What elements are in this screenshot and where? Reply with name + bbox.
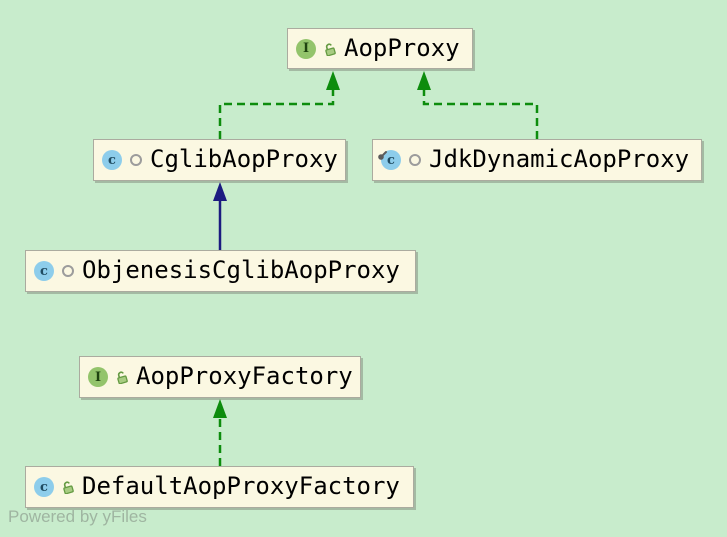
public-lock-icon [114, 370, 130, 384]
package-private-icon [407, 154, 423, 166]
class-icon: c [102, 150, 122, 170]
generalization-arrowhead [213, 182, 227, 201]
node-aopproxyfactory[interactable]: I AopProxyFactory [79, 356, 361, 398]
class-icon-letter: c [34, 261, 54, 281]
class-icon: c [34, 261, 54, 281]
node-label: CglibAopProxy [150, 145, 338, 173]
package-private-icon [60, 265, 76, 277]
interface-icon-letter: I [88, 367, 108, 387]
realization-arrowhead [326, 71, 340, 90]
interface-icon-letter: I [296, 38, 316, 59]
node-label: AopProxy [344, 33, 460, 62]
edge-jdkdynamicaopproxy-implements-aopproxy[interactable] [417, 71, 539, 139]
edge-cglibaopproxy-implements-aopproxy[interactable] [218, 71, 340, 139]
yfiles-watermark: Powered by yFiles [8, 507, 147, 526]
final-pin-icon [377, 146, 388, 165]
node-label: JdkDynamicAopProxy [429, 145, 690, 173]
class-icon: c [34, 477, 54, 497]
realization-arrowhead [417, 71, 431, 90]
node-jdkdynamicaopproxy[interactable]: c JdkDynamicAopProxy [372, 139, 702, 181]
public-lock-icon [322, 42, 338, 56]
interface-icon: I [88, 367, 108, 387]
edge-objenesiscglibaopproxy-extends-cglibaopproxy[interactable] [213, 182, 227, 250]
class-icon-letter: c [102, 150, 122, 170]
edge-defaultaopproxyfactory-implements-aopproxyfactory[interactable] [213, 399, 227, 466]
class-icon: c [378, 150, 401, 170]
class-icon-letter: c [34, 477, 54, 497]
node-cglibaopproxy[interactable]: c CglibAopProxy [93, 139, 346, 181]
realization-arrowhead [213, 399, 227, 418]
package-private-icon [128, 154, 144, 166]
class-icon-letter: c [381, 150, 401, 170]
node-label: ObjenesisCglibAopProxy [82, 256, 400, 284]
node-label: DefaultAopProxyFactory [82, 472, 400, 500]
node-label: AopProxyFactory [136, 362, 353, 390]
node-defaultaopproxyfactory[interactable]: c DefaultAopProxyFactory [25, 466, 414, 508]
node-objenesiscglibaopproxy[interactable]: c ObjenesisCglibAopProxy [25, 250, 416, 292]
interface-icon: I [296, 38, 316, 59]
public-lock-icon [60, 480, 76, 494]
node-aopproxy[interactable]: I AopProxy [287, 28, 473, 69]
